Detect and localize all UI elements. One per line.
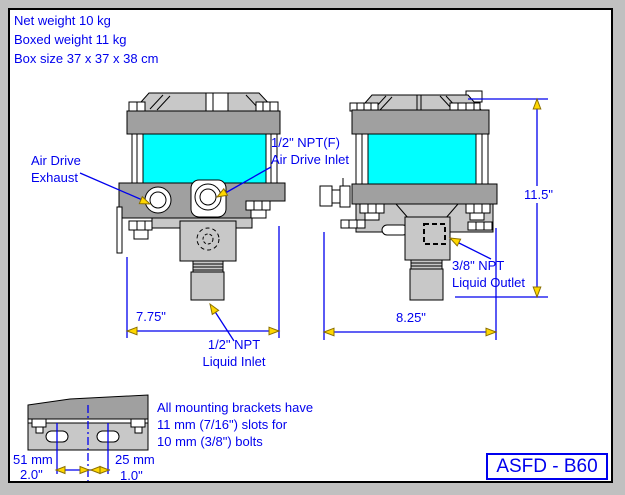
pump-side-view [319,90,498,301]
slot-spacing-mm-label: 51 mm [13,452,53,467]
front-bracket-left [116,206,123,254]
front-width-dimension: 7.75" [136,309,166,324]
liquid-outlet-label: 3/8" NPT Liquid Outlet [452,258,525,290]
liquid-outlet-leader [452,239,492,260]
air-cylinder-side [367,133,477,185]
box-size-text: Box size 37 x 37 x 38 cm [14,51,159,66]
inlet-leader [219,166,272,197]
model-badge: ASFD - B60 [486,453,608,480]
liquid-inlet-stub [190,271,225,301]
slot-offset-in-label: 1.0" [120,468,143,483]
muffler-fitting [319,178,351,208]
air-drive-inlet-label: 1/2" NPT(F) Air Drive Inlet [271,135,350,167]
base-slot [381,224,409,236]
side-lower-flange [351,183,498,205]
liquid-inlet-stub-side [409,268,444,301]
cap-port-boss [205,92,229,112]
front-top-cap [131,92,278,112]
height-dimension: 11.5" [522,186,555,203]
air-drive-exhaust-label: Air Drive Exhaust [31,153,81,185]
boxed-weight-text: Boxed weight 11 kg [14,32,127,47]
liquid-outlet-port [423,223,446,245]
side-upper-flange [351,109,490,135]
cap-bolt-right [255,101,279,112]
slot-offset-mm-label: 25 mm [115,452,155,467]
mounting-note: All mounting brackets have 11 mm (7/16")… [157,400,314,449]
slot-spacing-in-label: 2.0" [20,467,43,482]
front-upper-flange [126,110,281,135]
air-cylinder-front [142,133,267,184]
arrowheads [54,97,542,475]
pump-head-front [179,220,237,262]
pump-front-view [116,92,286,301]
net-weight-text: Net weight 10 kg [14,13,111,28]
exhaust-leader [79,172,148,203]
weight-info-block: Net weight 10 kg Boxed weight 11 kg Box … [14,11,159,68]
liquid-inlet-label: 1/2" NPT Liquid Inlet [202,337,266,369]
side-width-dimension: 8.25" [396,310,426,325]
